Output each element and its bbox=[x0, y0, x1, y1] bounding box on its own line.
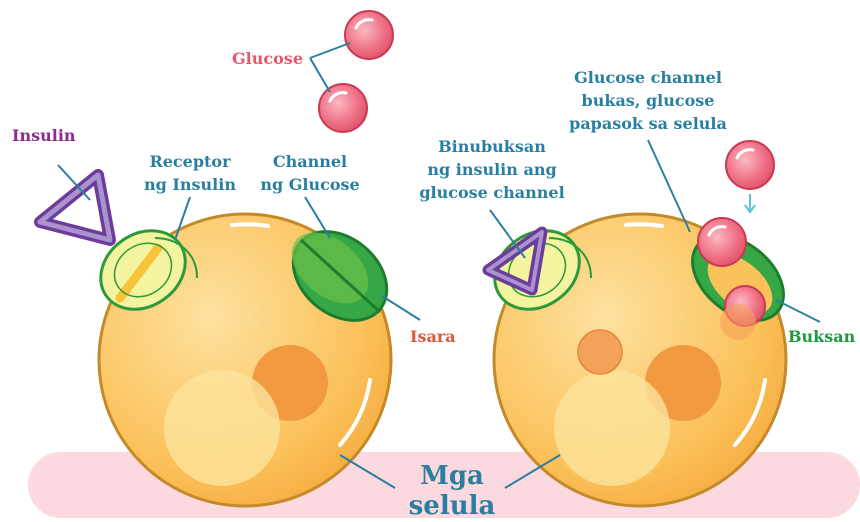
label-open: Buksan bbox=[788, 327, 856, 346]
label-open-channel-line-2: bukas, glucose bbox=[582, 91, 715, 110]
label-opens-line-2: ng insulin ang bbox=[427, 160, 556, 179]
label-glucose: Glucose bbox=[232, 49, 303, 68]
label-cells-line-2: selula bbox=[409, 491, 496, 521]
glucose-inside-cell bbox=[578, 330, 622, 374]
label-open-channel-line-3: papasok sa selula bbox=[569, 114, 727, 133]
down-arrow-icon bbox=[745, 194, 755, 212]
label-insulin: Insulin bbox=[12, 126, 76, 145]
label-opens-line-1: Binubuksan bbox=[438, 137, 546, 156]
label-closed: Isara bbox=[410, 327, 456, 346]
glucose-molecule-3 bbox=[698, 218, 746, 266]
label-receptor-line-1: Receptor bbox=[149, 152, 231, 171]
left-cell-highlight bbox=[164, 370, 280, 486]
label-open-channel-line-1: Glucose channel bbox=[574, 68, 722, 87]
glucose-molecule-1 bbox=[345, 11, 393, 59]
label-channel-line-1: Channel bbox=[273, 152, 347, 171]
glucose-molecule-2 bbox=[319, 84, 367, 132]
label-channel-line-2: ng Glucose bbox=[260, 175, 359, 194]
label-receptor-line-2: ng Insulin bbox=[144, 175, 236, 194]
label-opens-line-3: glucose channel bbox=[419, 183, 564, 202]
right-cell-highlight bbox=[554, 370, 670, 486]
label-cells-line-1: Mga bbox=[420, 461, 484, 491]
glucose-molecule-4 bbox=[726, 141, 774, 189]
